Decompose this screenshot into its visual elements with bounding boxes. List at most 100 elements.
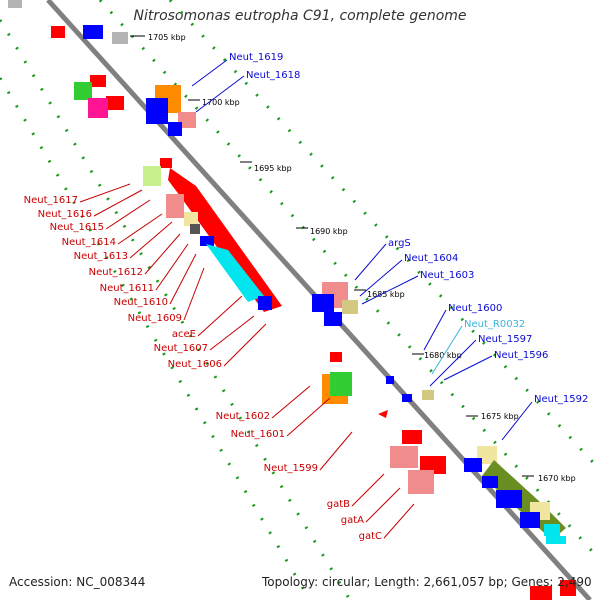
tick-label: 1680 kbp — [424, 351, 462, 360]
gene-feature[interactable] — [206, 244, 264, 302]
label-leader — [209, 315, 255, 351]
gene-label[interactable]: Neut_1617 — [24, 195, 78, 206]
gene-label[interactable]: Neut_1606 — [168, 359, 222, 370]
forward-labels: Neut_1619 Neut_1618 argS Neut_1604 Neut_… — [191, 52, 588, 441]
gc-rail-inner-left — [0, 77, 312, 600]
label-leader — [319, 431, 353, 471]
gene-feature[interactable] — [166, 194, 184, 218]
gene-feature[interactable] — [112, 32, 128, 44]
label-leader — [183, 267, 205, 321]
label-leader — [129, 221, 173, 259]
reverse-genes — [8, 0, 576, 600]
gene-label[interactable]: Neut_1604 — [404, 253, 458, 264]
gene-feature[interactable] — [386, 376, 394, 384]
gene-label[interactable]: Neut_R0032 — [464, 319, 525, 330]
tick-label: 1685 kbp — [367, 290, 405, 299]
gene-feature[interactable] — [90, 75, 106, 87]
gene-feature[interactable] — [74, 82, 92, 100]
gene-feature[interactable] — [330, 372, 352, 396]
gene-feature[interactable] — [106, 96, 124, 110]
gene-feature[interactable] — [200, 236, 214, 246]
gene-label[interactable]: Neut_1614 — [62, 237, 116, 248]
gene-feature[interactable] — [378, 410, 388, 418]
label-leader — [361, 275, 419, 305]
gene-feature[interactable] — [178, 112, 196, 128]
label-leader — [501, 401, 533, 441]
label-leader — [383, 503, 415, 539]
gene-feature[interactable] — [520, 512, 540, 528]
gene-feature[interactable] — [160, 158, 172, 168]
gene-feature[interactable] — [51, 26, 65, 38]
gene-label[interactable]: Neut_1618 — [246, 70, 300, 81]
gene-feature[interactable] — [258, 296, 272, 310]
gene-label[interactable]: Neut_1609 — [128, 313, 182, 324]
gene-label[interactable]: Neut_1613 — [74, 251, 128, 262]
gene-feature[interactable] — [184, 212, 198, 226]
gene-feature[interactable] — [482, 476, 498, 488]
gene-label[interactable]: Neut_1602 — [216, 411, 270, 422]
tick-label: 1675 kbp — [481, 412, 519, 421]
label-leader — [79, 183, 131, 203]
gene-label[interactable]: aceE — [172, 329, 196, 340]
gene-feature[interactable] — [342, 300, 358, 314]
gene-label[interactable]: Neut_1596 — [494, 350, 548, 361]
gene-label[interactable]: Neut_1610 — [114, 297, 168, 308]
gene-feature[interactable] — [330, 352, 342, 362]
gene-feature[interactable] — [422, 390, 434, 400]
label-leader — [169, 253, 197, 305]
topology-text: Topology: circular; Length: 2,661,057 bp… — [262, 575, 592, 589]
gene-feature[interactable] — [143, 166, 161, 186]
gene-feature[interactable] — [168, 168, 282, 312]
gene-feature[interactable] — [408, 470, 434, 494]
gene-feature[interactable] — [312, 294, 334, 312]
gene-feature[interactable] — [168, 122, 182, 136]
gene-label[interactable]: Neut_1607 — [154, 343, 208, 354]
label-leader — [354, 243, 387, 281]
gene-feature[interactable] — [420, 456, 446, 474]
gene-feature[interactable] — [88, 98, 108, 118]
gene-label[interactable]: Neut_1597 — [478, 334, 532, 345]
gene-feature[interactable] — [496, 490, 522, 508]
gene-feature[interactable] — [83, 25, 103, 39]
tick-label: 1690 kbp — [310, 227, 348, 236]
genome-title: Nitrosomonas eutropha C91, complete geno… — [133, 8, 467, 24]
gene-feature[interactable] — [464, 458, 482, 472]
label-leader — [429, 339, 477, 387]
gene-feature[interactable] — [324, 312, 342, 326]
gene-label[interactable]: Neut_1612 — [89, 267, 143, 278]
gene-feature[interactable] — [146, 98, 168, 124]
rna-labels: Neut_R0032 — [431, 319, 525, 375]
gene-label[interactable]: gatC — [359, 531, 382, 542]
gene-feature[interactable] — [390, 446, 418, 468]
gene-feature[interactable] — [402, 430, 422, 444]
gene-label[interactable]: Neut_1616 — [38, 209, 92, 220]
label-leader — [155, 243, 189, 291]
gc-rail-inner-right — [98, 0, 600, 561]
gene-feature[interactable] — [530, 586, 552, 600]
gene-label[interactable]: gatA — [341, 515, 364, 526]
gene-label[interactable]: Neut_1592 — [534, 394, 588, 405]
gene-feature[interactable] — [546, 536, 566, 544]
label-leader — [144, 233, 181, 275]
gene-label[interactable]: Neut_1615 — [50, 222, 104, 233]
gene-label[interactable]: Neut_1601 — [231, 429, 285, 440]
label-leader — [195, 75, 245, 113]
gene-label[interactable]: Neut_1599 — [264, 463, 318, 474]
gene-feature[interactable] — [402, 394, 412, 402]
gene-label[interactable]: Neut_1600 — [448, 303, 502, 314]
gene-label[interactable]: Neut_1603 — [420, 270, 474, 281]
gene-feature[interactable] — [190, 224, 200, 234]
accession-text: Accession: NC_008344 — [9, 575, 146, 589]
gene-feature[interactable] — [544, 524, 560, 536]
gene-feature[interactable] — [8, 0, 22, 8]
gene-label[interactable]: argS — [388, 238, 411, 249]
gene-feature[interactable] — [560, 580, 576, 596]
label-leader — [223, 323, 267, 367]
label-leader — [93, 189, 143, 217]
forward-genes — [83, 25, 566, 544]
label-leader — [197, 295, 243, 337]
gene-label[interactable]: gatB — [327, 499, 350, 510]
gene-label[interactable]: Neut_1611 — [100, 283, 154, 294]
gene-label[interactable]: Neut_1619 — [229, 52, 283, 63]
